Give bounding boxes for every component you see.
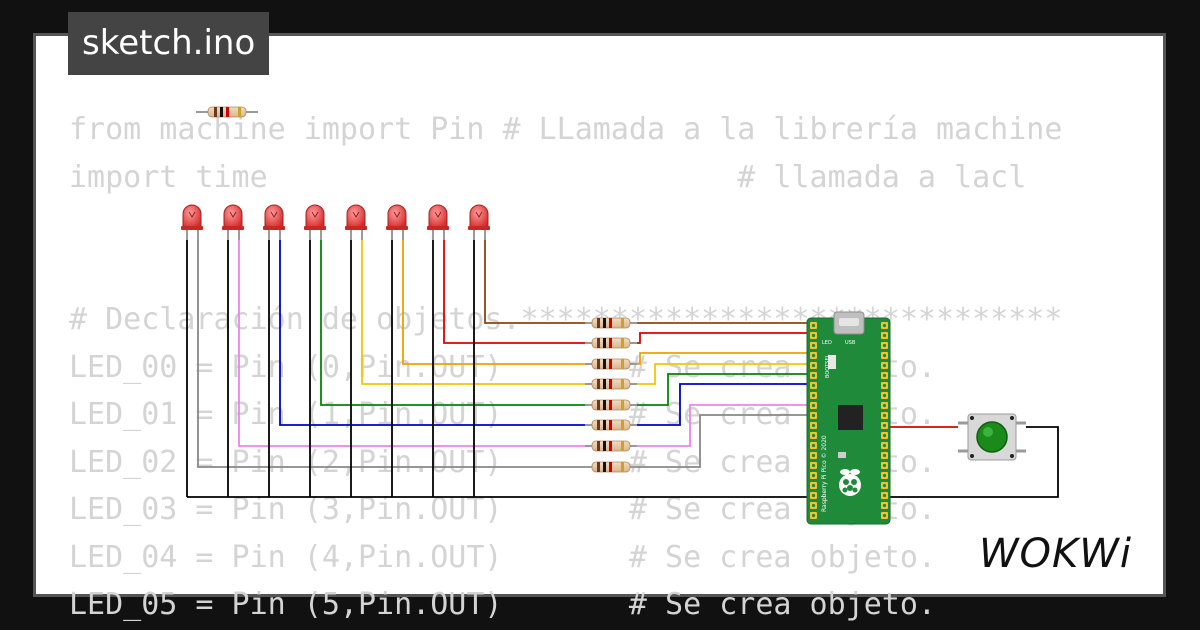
red-led [222, 204, 244, 240]
wokwi-logo-icon: WOKWi [979, 531, 1132, 577]
red-led [386, 204, 408, 240]
led-anode-wire [279, 236, 592, 426]
led-anode-wire [320, 236, 592, 406]
led-anode-wire [402, 236, 592, 365]
resistor [585, 419, 637, 431]
code-line: from machine import Pin # LLamada a la l… [69, 112, 1063, 147]
red-led [181, 204, 203, 240]
resistor-to-pico-wire [630, 414, 810, 468]
pushbutton[interactable] [958, 413, 1026, 461]
resistor [585, 358, 637, 370]
led-anode-wire [361, 236, 592, 385]
led-anode-wire [484, 236, 592, 324]
resistor [585, 399, 637, 411]
led-row [181, 204, 490, 240]
wokwi-logo-text: WOKWi [979, 531, 1132, 577]
raspberry-logo-icon [839, 469, 861, 496]
red-led [427, 204, 449, 240]
resistor-to-pico-wire [630, 383, 810, 426]
resistor-to-pico-wire [630, 332, 810, 344]
resistor-to-pico-wire [630, 404, 810, 447]
resistor [585, 378, 637, 390]
pico-board[interactable]: LED USB BOOTSEL Raspberry Pi Pico © 2020 [806, 311, 891, 525]
resistor-to-pico-wire [630, 352, 810, 365]
button-ground-wire [888, 426, 1059, 498]
led-anode-wire [197, 236, 592, 468]
resistor-to-pico-wire [630, 373, 810, 406]
pico-model-label: Raspberry Pi Pico © 2020 [821, 435, 828, 512]
pico-bootsel-label: BOOTSEL [825, 354, 831, 378]
red-led [263, 204, 285, 240]
stray-resistor[interactable] [196, 106, 258, 118]
resistor [585, 461, 637, 473]
resistor [585, 440, 637, 452]
red-led [468, 204, 490, 240]
resistor [585, 317, 637, 329]
red-led [345, 204, 367, 240]
resistor-to-pico-wire [630, 363, 810, 385]
code-line: LED_04 = Pin (4,Pin.OUT) # Se crea objet… [69, 539, 936, 575]
led-anode-wire [238, 236, 592, 447]
red-led [304, 204, 326, 240]
resistor-bank [585, 317, 637, 473]
file-title-tab[interactable]: sketch.ino [68, 12, 270, 75]
pico-led-label: LED [822, 340, 832, 346]
code-line: LED_05 = Pin (5,Pin.OUT) # Se crea objet… [69, 587, 936, 622]
wires [186, 236, 1059, 498]
pico-usb-label: USB [845, 340, 856, 346]
led-anode-wire [443, 236, 592, 344]
resistor [585, 337, 637, 349]
code-line: # Declaración de objetos.***************… [69, 302, 1063, 337]
code-line: import time # llamada a lacl [69, 159, 1027, 195]
